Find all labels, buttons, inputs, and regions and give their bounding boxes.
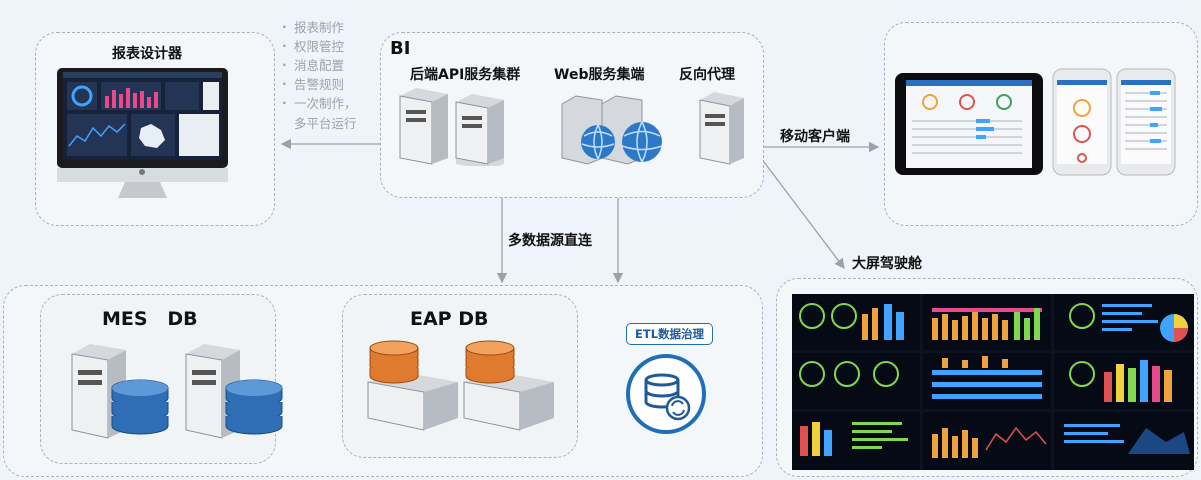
- mobile-client-label: 移动客户端: [780, 129, 850, 145]
- phone-icon: [1116, 68, 1176, 176]
- dashboard-wall: [792, 294, 1194, 470]
- bi-title: BI: [390, 38, 411, 59]
- feature-list: 报表制作 权限管控 消息配置 告警规则 一次制作，: [282, 17, 357, 113]
- phone-icon: [1052, 68, 1112, 176]
- etl-database-sync-icon: [624, 352, 708, 436]
- feature-item: 一次制作，: [282, 93, 357, 113]
- mes-server-db-icon: [70, 340, 170, 444]
- etl-badge: ETL数据治理: [626, 323, 714, 345]
- web-cluster-label: Web服务集端: [554, 67, 645, 83]
- feature-item: 权限管控: [282, 36, 357, 56]
- feature-item: 报表制作: [282, 17, 357, 37]
- reverse-proxy-label: 反向代理: [679, 67, 735, 83]
- feature-item: 告警规则: [282, 74, 357, 94]
- eap-db-label: EAP DB: [410, 308, 489, 330]
- mes-db-label: MES DB: [102, 308, 198, 330]
- report-designer-title: 报表设计器: [112, 46, 182, 62]
- web-server-globe-icon: [558, 92, 668, 170]
- eap-server-db-icon: [362, 338, 462, 432]
- multi-source-label: 多数据源直连: [508, 233, 592, 249]
- mes-server-db-icon: [184, 340, 284, 444]
- api-cluster-label: 后端API服务集群: [410, 67, 521, 83]
- feature-item: 多平台运行: [294, 116, 357, 131]
- big-screen-label: 大屏驾驶舱: [852, 256, 922, 272]
- feature-item: 消息配置: [282, 55, 357, 75]
- proxy-server-icon: [698, 90, 746, 166]
- api-server-icon: [398, 86, 510, 170]
- tablet-icon: [894, 72, 1044, 176]
- imac-monitor-icon: [55, 66, 230, 200]
- eap-server-db-icon: [458, 338, 558, 432]
